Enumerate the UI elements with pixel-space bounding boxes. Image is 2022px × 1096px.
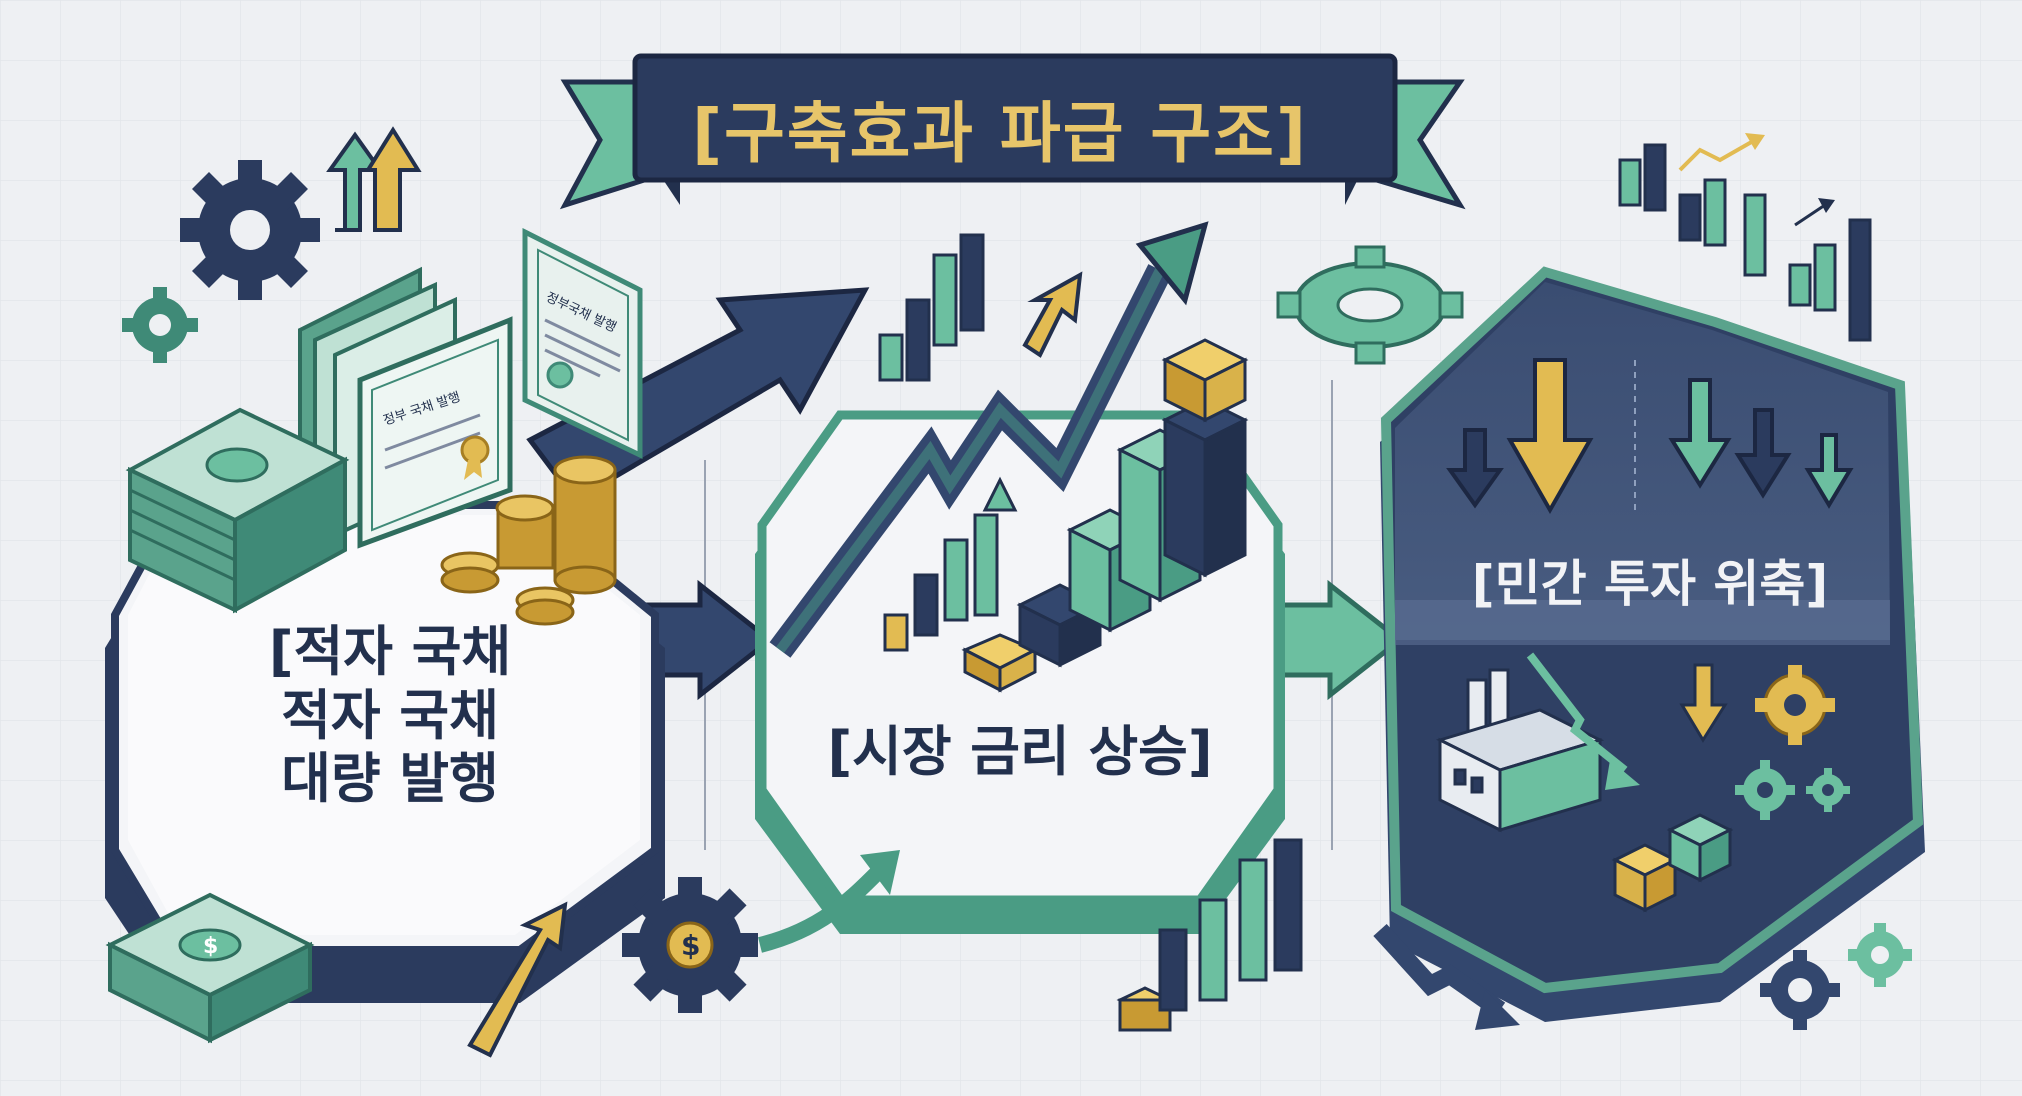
up-arrow-icon [326,131,384,232]
up-arrow-icon [1678,138,1756,172]
gear-icon [122,287,198,363]
up-arrow-icon [1022,271,1083,358]
certificate-icon: 정부국채 발행 [522,227,643,459]
down-arrow-icon [1446,358,1854,515]
bar-chart-icon [1116,838,1303,1032]
up-arrow-icon [1794,203,1826,227]
down-arrow-icon [1526,652,1628,774]
banknote-stack-icon [125,407,350,614]
banknote-stack-icon: $ [105,892,315,1044]
up-arrow-icon [467,901,568,1058]
svg-text:$: $ [203,934,218,959]
bar-chart-icon [1618,143,1872,342]
svg-text:$: $ [681,929,700,962]
gear-icon [1276,245,1464,365]
up-arrow-icon [364,126,422,232]
bar-chart-icon [883,476,1018,652]
down-arrow-icon [1679,663,1728,743]
gear-icon [1806,768,1850,812]
step1-line-3: 대량 발행 [281,747,499,811]
gear-icon [1755,665,1835,745]
gear-icon [1735,760,1795,820]
gear-icon [1848,923,1912,987]
step1-line-1: [적자 국채 [268,620,512,683]
connector-curve-arrow [758,864,886,953]
step1-line-2: 적자 국채 [281,683,499,747]
factory-icon [1435,668,1605,833]
coin-stack-icon [440,455,617,626]
gear-icon [180,160,320,300]
box-stack-icon [961,338,1249,693]
step3-label: [민간 투자 위축] [1471,555,1829,613]
gear-icon [1760,950,1840,1030]
step1-label: [적자 국채 적자 국채 대량 발행 [180,620,600,811]
bar-chart-icon [878,233,985,382]
dollar-gear-icon: $ [622,877,758,1013]
box-icon [1611,813,1734,913]
document-stack-icon: 정부 국채 발행 [298,266,513,549]
down-arrow-icon [1373,923,1506,1018]
step2-label: [시장 금리 상승] [827,720,1213,783]
diagram-title: [구축효과 파급 구조] [691,95,1309,172]
